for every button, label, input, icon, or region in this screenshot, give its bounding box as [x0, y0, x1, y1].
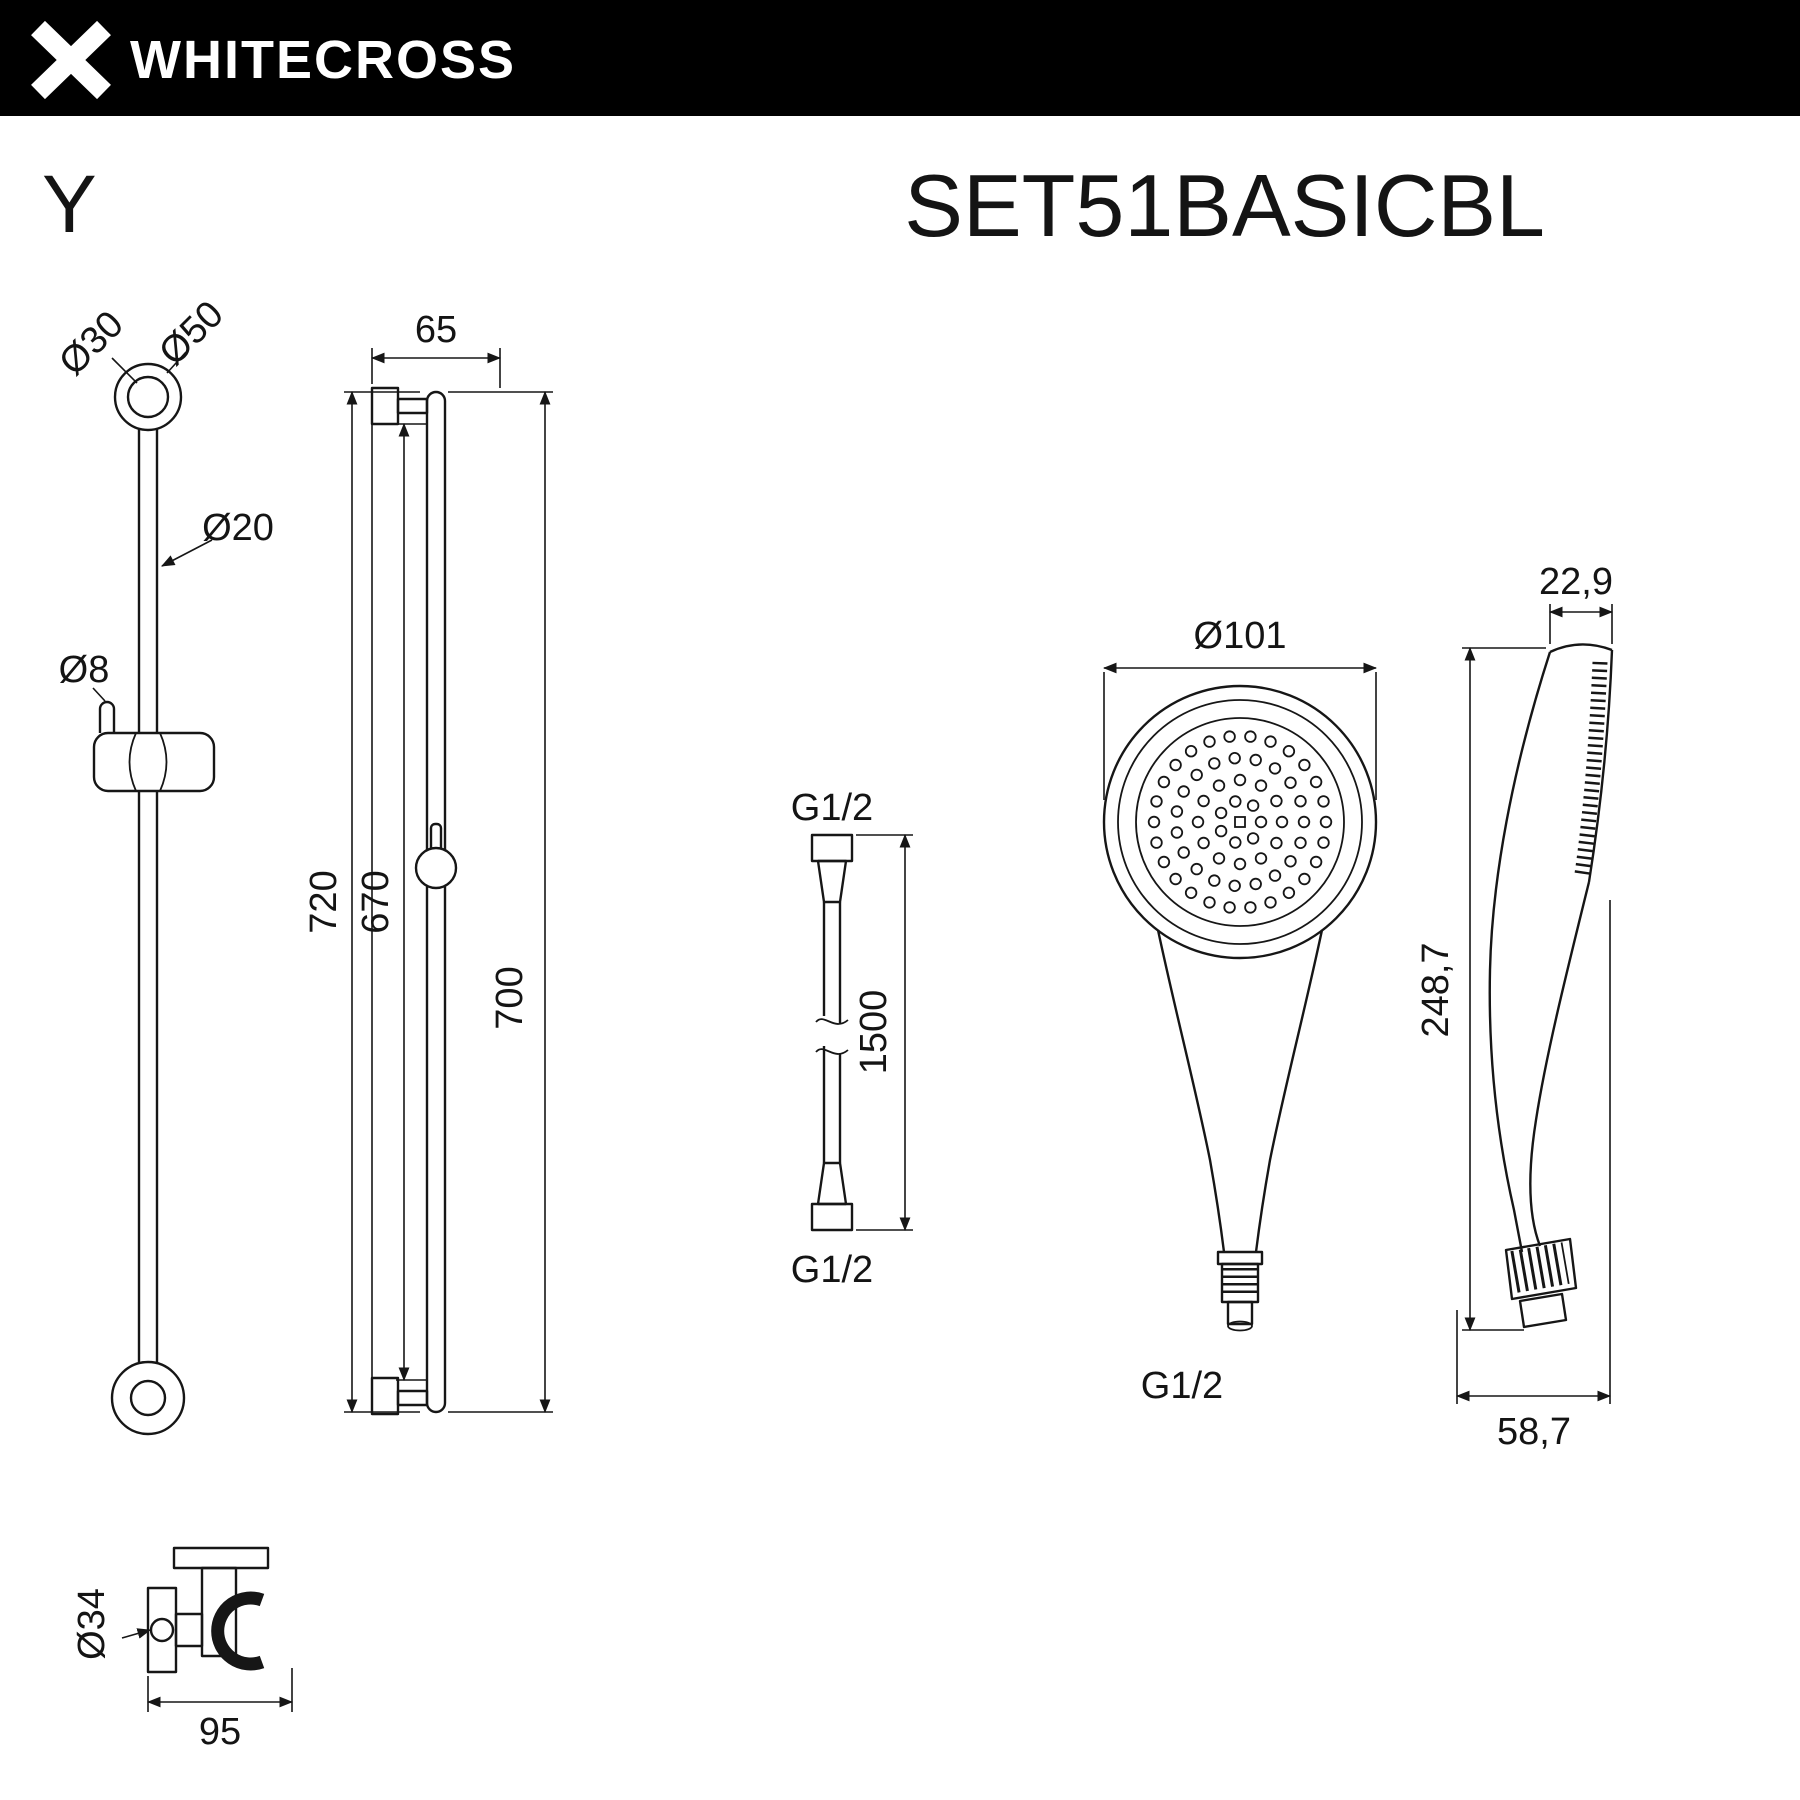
dim-label-95: 95 [199, 1711, 241, 1753]
hose-top-crimp [816, 859, 848, 904]
handshower-side-view: 22,9 248,7 58,7 [1415, 561, 1614, 1453]
header-background [0, 0, 1800, 116]
bottom-wall-plate [370, 1376, 400, 1416]
side-face-edge [1587, 649, 1614, 883]
dim-label-d50: Ø50 [151, 293, 231, 373]
rail-tube-side [425, 390, 447, 1414]
ext-d101 [1103, 672, 1377, 800]
leader-d30 [111, 357, 138, 384]
dim-label-1500: 1500 [853, 990, 895, 1075]
leader-d50 [166, 351, 187, 374]
rail-bottom-flange-inner [129, 1379, 167, 1417]
holder-grip-arcs [128, 732, 168, 792]
top-arm [396, 397, 429, 415]
dim-label-587: 58,7 [1497, 1411, 1571, 1453]
hose-bottom-crimp [816, 1161, 848, 1206]
dim-label-2487: 248,7 [1415, 942, 1457, 1037]
handle-outlet-opening [1227, 1320, 1253, 1332]
holder-body [92, 731, 216, 793]
head-outer-rim [1102, 684, 1378, 960]
dim-label-d34: Ø34 [71, 1588, 113, 1660]
nozzle-dots [1147, 730, 1333, 914]
header-bar: WHITECROSS [0, 0, 1800, 116]
rail-top-flange-outer [113, 362, 183, 432]
bracket-view: Ø34 95 [71, 1546, 294, 1753]
leader-d8 [92, 687, 106, 702]
handshower-front-view: Ø101 G1/2 [1102, 615, 1378, 1407]
head-center-nozzle [1234, 816, 1246, 828]
dim-label-670: 670 [355, 870, 397, 933]
brand-logo-text: WHITECROSS [130, 30, 516, 90]
side-outlet-cap [1518, 1292, 1568, 1329]
dim-label-d101: Ø101 [1194, 615, 1287, 657]
dim-label-d20: Ø20 [202, 507, 274, 549]
ext-587 [1456, 900, 1611, 1404]
ext-229 [1549, 604, 1613, 644]
dim-label-700: 700 [489, 966, 531, 1029]
rail-side-view: 65 720 670 700 [303, 309, 553, 1416]
hose-break-symbol [815, 1018, 849, 1055]
ext-95 [147, 1668, 293, 1712]
leader-d20 [161, 539, 213, 567]
handle-collar [1216, 1250, 1264, 1266]
side-front-edge [1488, 651, 1552, 1253]
bracket-stem [200, 1566, 238, 1658]
dim-label-720: 720 [303, 870, 345, 933]
bracket-connector [174, 1612, 204, 1648]
series-title: Y [42, 159, 97, 250]
handshower-thread-label: G1/2 [1141, 1365, 1223, 1407]
side-thread-ribs [1510, 1242, 1570, 1293]
head-spray-face [1135, 717, 1345, 927]
dim-label-65: 65 [415, 309, 457, 351]
hose-bottom-nut [810, 1202, 854, 1232]
top-wall-plate [370, 386, 400, 426]
rail-top-flange-inner [126, 375, 170, 419]
hose-top-thread-label: G1/2 [791, 787, 873, 829]
slider-knob-side [414, 846, 458, 890]
dim-label-d30: Ø30 [51, 303, 131, 383]
hose-top-nut [810, 833, 854, 863]
hose-bottom-thread-label: G1/2 [791, 1249, 873, 1291]
holder-knob [98, 700, 116, 733]
bracket-top-cap [172, 1546, 270, 1570]
rail-front-view: Ø30 Ø50 Ø20 Ø8 [51, 293, 274, 1436]
handle-outlet-tube [1226, 1300, 1254, 1326]
side-thread-nut [1504, 1237, 1578, 1301]
x-cross-icon [31, 20, 111, 100]
hose-view: G1/2 G1/2 1500 [791, 787, 913, 1291]
side-top-cap [1549, 643, 1613, 654]
bracket-hole [149, 1617, 175, 1643]
head-inner-rim [1117, 699, 1363, 945]
side-back-edge [1529, 881, 1591, 1247]
handle-left-edge [1156, 929, 1226, 1253]
handle-right-edge [1254, 929, 1324, 1253]
model-title: SET51BASICBL [904, 156, 1545, 255]
dim-label-229: 22,9 [1539, 561, 1613, 603]
dim-label-d8: Ø8 [59, 649, 110, 691]
side-face-ribs [1574, 661, 1608, 876]
ext-700 [448, 391, 553, 1413]
bracket-clip [211, 1591, 265, 1671]
bottom-arm [396, 1389, 429, 1407]
leader-d34 [121, 1628, 152, 1639]
rail-bottom-flange-outer [110, 1360, 186, 1436]
ext-670 [396, 423, 427, 1381]
